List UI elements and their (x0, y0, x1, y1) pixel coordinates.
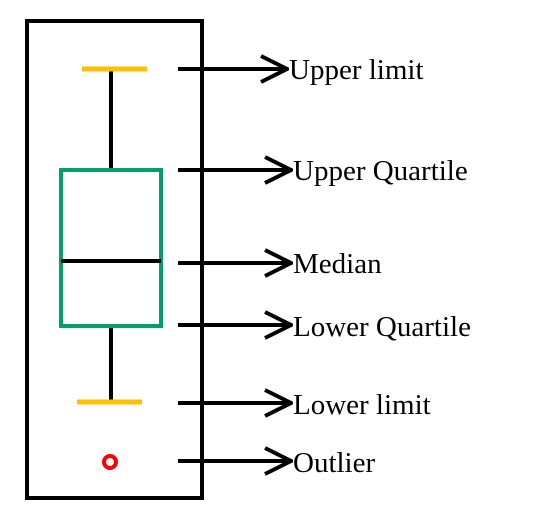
outlier-label: Outlier (293, 447, 375, 479)
upper-quartile-label: Upper Quartile (293, 155, 468, 187)
lower-quartile-label: Lower Quartile (293, 311, 471, 343)
median-label: Median (293, 248, 382, 280)
upper-limit-label: Upper limit (289, 54, 424, 86)
quartile-box (59, 168, 163, 328)
lower-limit-label: Lower limit (293, 389, 431, 421)
outer-frame (25, 19, 204, 500)
outlier-point (102, 454, 118, 470)
